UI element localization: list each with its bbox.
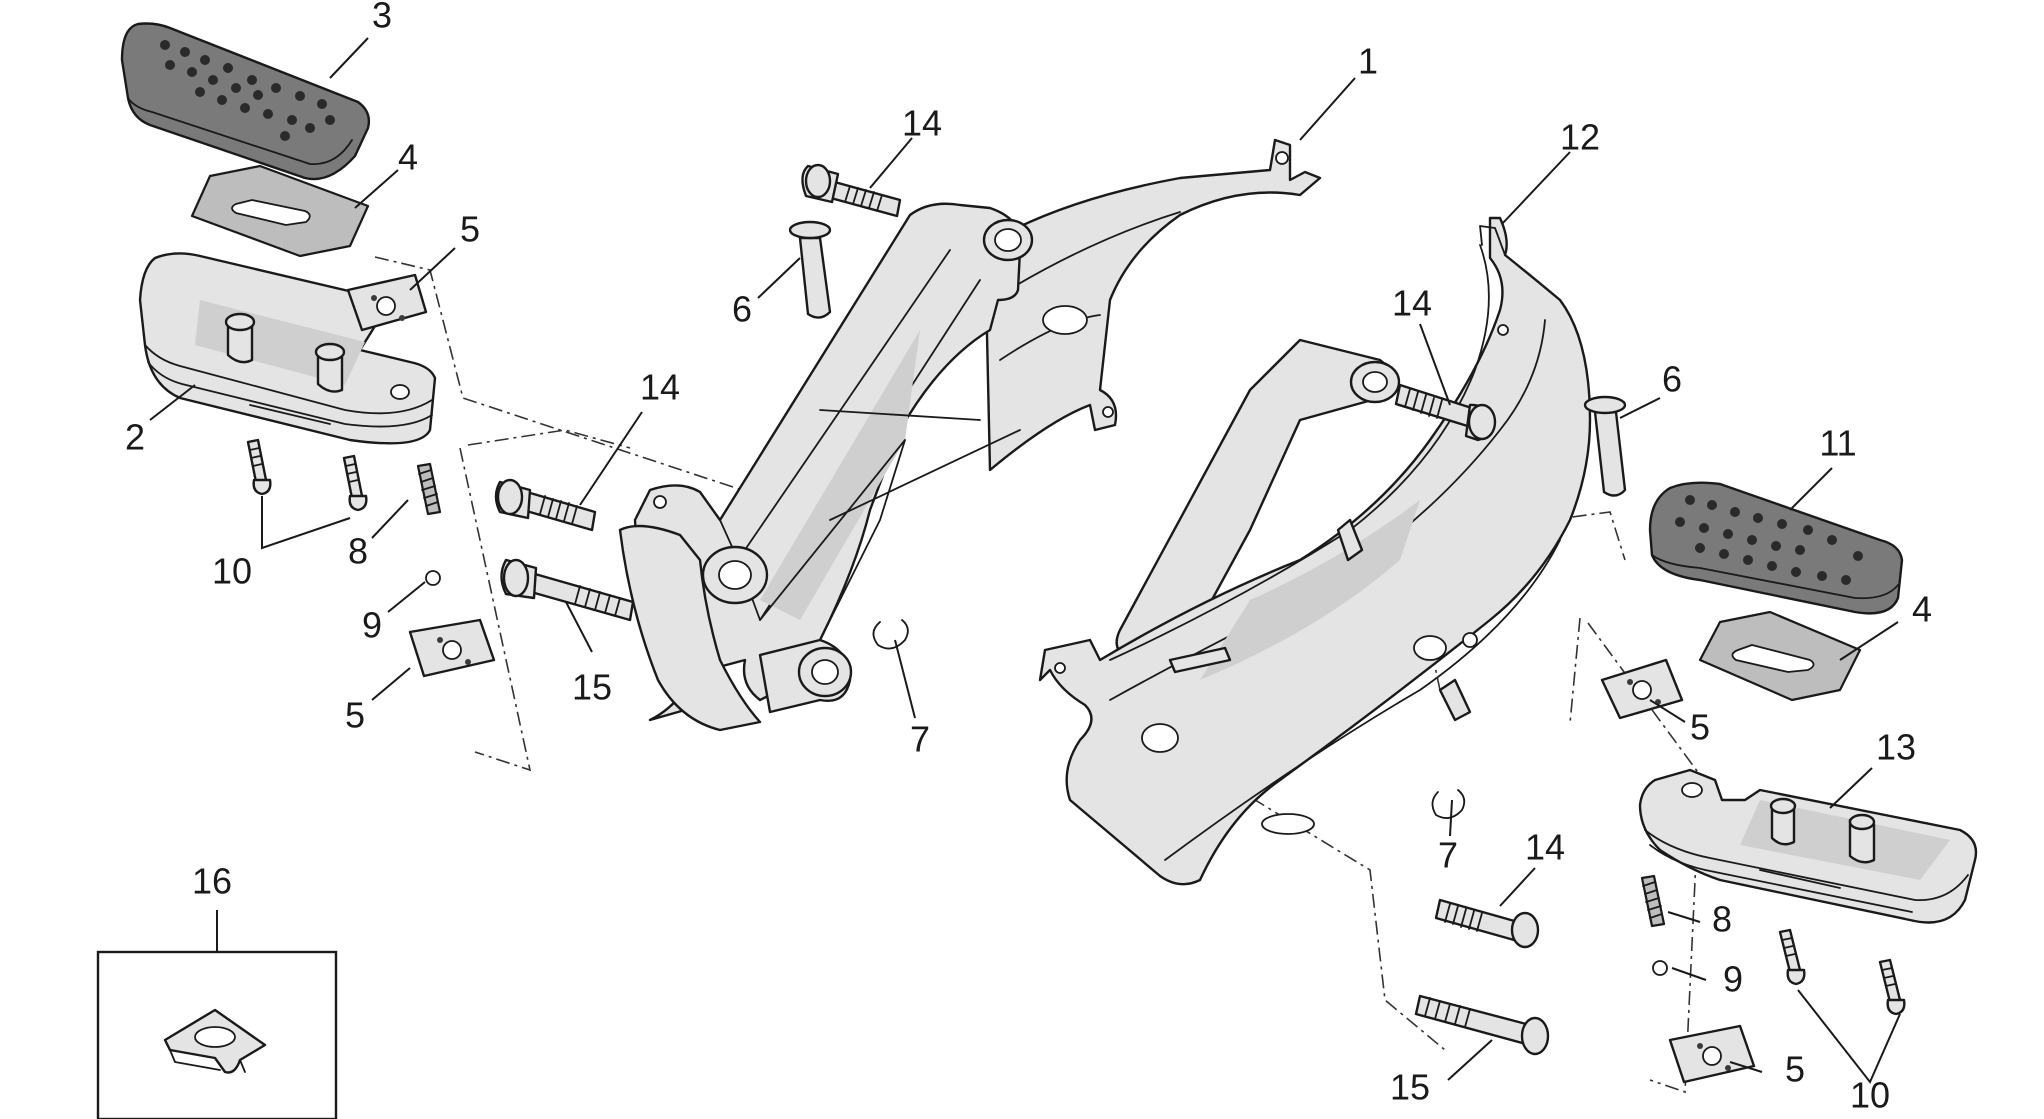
- callout-14-upper-left: 14: [902, 103, 942, 144]
- upper-left-bolt: [801, 163, 902, 218]
- callout-2: 2: [125, 417, 145, 458]
- right-footrest-gasket: [1698, 610, 1862, 702]
- left-footrest-gasket: [190, 164, 370, 258]
- right-upper-plate: [1600, 658, 1684, 720]
- leader-lines: [149, 37, 1901, 1084]
- callout-9-left: 9: [362, 605, 382, 646]
- callout-7-left: 7: [910, 719, 930, 760]
- callout-4-right: 4: [1912, 589, 1932, 630]
- callout-7-right: 7: [1438, 835, 1458, 876]
- central-support-frame: [618, 138, 1322, 732]
- left-circlip: [872, 619, 909, 650]
- callout-labels: 3 4 5 2 10 8 9 5 14 6 14 15 7 1 12 14 6 …: [125, 0, 1932, 1116]
- right-pivot-pin: [1583, 395, 1627, 497]
- callout-16: 16: [192, 861, 232, 902]
- left-lower-plate: [408, 618, 496, 678]
- callout-14-middle-left: 14: [640, 367, 680, 408]
- inset-box-part-16: [96, 950, 338, 1119]
- right-footrest-body: [1638, 768, 1978, 924]
- right-lower-plate: [1668, 1024, 1756, 1084]
- callout-9-right: 9: [1723, 959, 1743, 1000]
- callout-8-right: 8: [1712, 899, 1732, 940]
- middle-left-bolt: [494, 478, 597, 532]
- left-upper-plate: [346, 273, 428, 332]
- callout-13: 13: [1876, 727, 1916, 768]
- right-footrest-rubber-pad: [1648, 481, 1904, 615]
- callout-11: 11: [1819, 423, 1856, 464]
- left-pivot-pin: [788, 220, 832, 319]
- callout-5-left-lower: 5: [345, 695, 365, 736]
- callout-12: 12: [1560, 117, 1600, 158]
- left-footrest-rubber-pad: [120, 22, 371, 181]
- callout-4-left: 4: [398, 137, 418, 178]
- callout-10-right: 10: [1850, 1075, 1890, 1116]
- left-detent-ball: [425, 570, 441, 586]
- callout-14-lower-right: 14: [1525, 827, 1565, 868]
- right-circlip: [1431, 789, 1466, 819]
- right-detent-ball: [1652, 960, 1668, 976]
- upper-right-bolt: [1394, 383, 1497, 442]
- callout-5-right-lower: 5: [1785, 1049, 1805, 1090]
- lower-left-long-bolt: [500, 558, 635, 622]
- callout-5-left-upper: 5: [460, 209, 480, 250]
- left-footrest-screws: [246, 438, 368, 512]
- callout-14-upper-right: 14: [1392, 283, 1432, 324]
- callout-6-left: 6: [732, 289, 752, 330]
- callout-8-left: 8: [348, 531, 368, 572]
- right-side-cover-bracket: [1038, 216, 1592, 886]
- lower-right-long-bolt: [1414, 994, 1550, 1056]
- lower-right-bolt: [1434, 898, 1540, 949]
- callout-6-right: 6: [1662, 359, 1682, 400]
- callout-3: 3: [372, 0, 392, 36]
- callout-15-left: 15: [572, 667, 612, 708]
- callout-10-left: 10: [212, 551, 252, 592]
- callout-1: 1: [1358, 41, 1378, 82]
- callout-15-right: 15: [1390, 1067, 1430, 1108]
- left-spring: [416, 462, 442, 516]
- right-spring: [1640, 874, 1666, 928]
- right-footrest-screws: [1778, 928, 1906, 1016]
- callout-5-right-upper: 5: [1690, 707, 1710, 748]
